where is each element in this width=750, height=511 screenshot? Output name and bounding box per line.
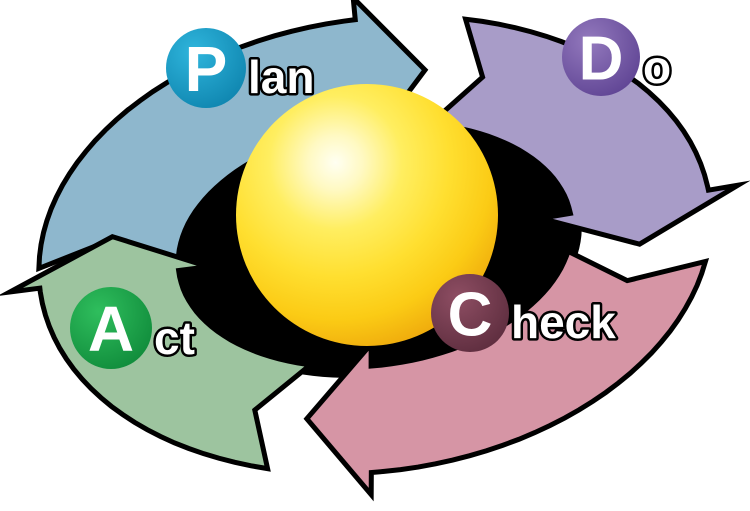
- check-label-rest: heck: [511, 296, 616, 348]
- do-badge-letter: D: [579, 24, 624, 93]
- act-label-rest: ct: [154, 312, 195, 364]
- act-badge-circle: [70, 287, 152, 369]
- plan-badge-letter: P: [185, 33, 228, 105]
- center-sphere: [236, 84, 498, 346]
- check-badge-circle: [431, 274, 509, 352]
- plan-badge-circle: [166, 28, 246, 108]
- check-badge-letter: C: [448, 280, 493, 349]
- act-badge-letter: A: [88, 293, 134, 365]
- arrow-segment-act: [0, 233, 317, 472]
- plan-label-rest: lan: [248, 51, 314, 103]
- do-badge-circle: [562, 18, 640, 96]
- do-label-rest: o: [643, 41, 671, 93]
